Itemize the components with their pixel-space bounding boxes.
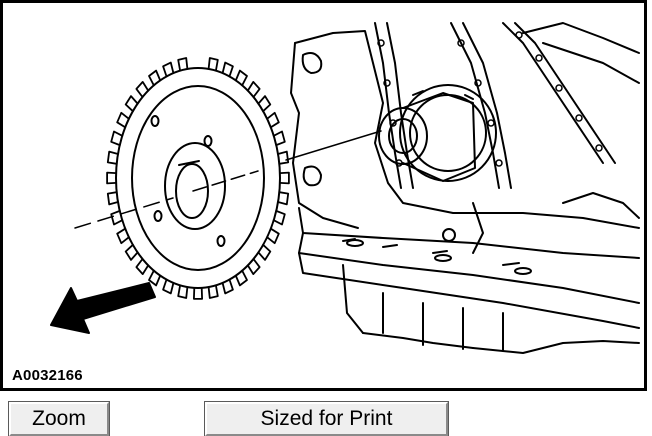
trigger-wheel-teeth [106, 57, 290, 300]
direction-arrow [50, 282, 156, 334]
gear-tooth [177, 284, 189, 299]
gear-tooth [272, 210, 286, 226]
gear-tooth [266, 111, 280, 129]
gear-tooth [207, 284, 219, 299]
gear-tooth [124, 95, 139, 113]
gear-tooth [193, 287, 203, 300]
gear-tooth [246, 81, 261, 98]
gear-tooth [148, 269, 162, 287]
gear-tooth [246, 258, 261, 275]
gear-tooth [221, 61, 234, 78]
gear-tooth [124, 243, 139, 261]
gear-tooth [162, 278, 175, 295]
figure-code: A0032166 [12, 367, 83, 384]
gear-tooth [116, 111, 130, 129]
gear-tooth [272, 130, 286, 146]
gear-tooth [279, 171, 290, 185]
gear-tooth [106, 171, 117, 185]
gear-tooth [234, 69, 248, 87]
gear-tooth [135, 81, 150, 98]
gear-tooth [257, 95, 272, 113]
alignment-line [74, 130, 382, 229]
gear-tooth [257, 243, 272, 261]
gear-tooth [116, 227, 130, 245]
gear-tooth [135, 258, 150, 275]
gear-tooth [266, 227, 280, 245]
diagram-drawing [50, 22, 640, 354]
sized-for-print-button[interactable]: Sized for Print [204, 401, 449, 436]
engine-block [290, 22, 640, 354]
gear-tooth [110, 210, 124, 226]
gear-tooth [277, 191, 290, 206]
gear-tooth [277, 150, 290, 165]
trigger-wheel [115, 67, 281, 289]
gear-tooth [110, 130, 124, 146]
gear-tooth [106, 191, 119, 206]
figure-frame: A0032166 [0, 0, 647, 391]
gear-tooth [148, 69, 162, 87]
gear-tooth [234, 269, 248, 287]
gear-tooth [106, 150, 119, 165]
crankshaft-sprocket [378, 84, 497, 182]
zoom-button[interactable]: Zoom [8, 401, 110, 436]
gear-tooth [221, 278, 234, 295]
gear-tooth [207, 57, 219, 72]
gear-tooth [177, 57, 189, 72]
gear-tooth [162, 61, 175, 78]
